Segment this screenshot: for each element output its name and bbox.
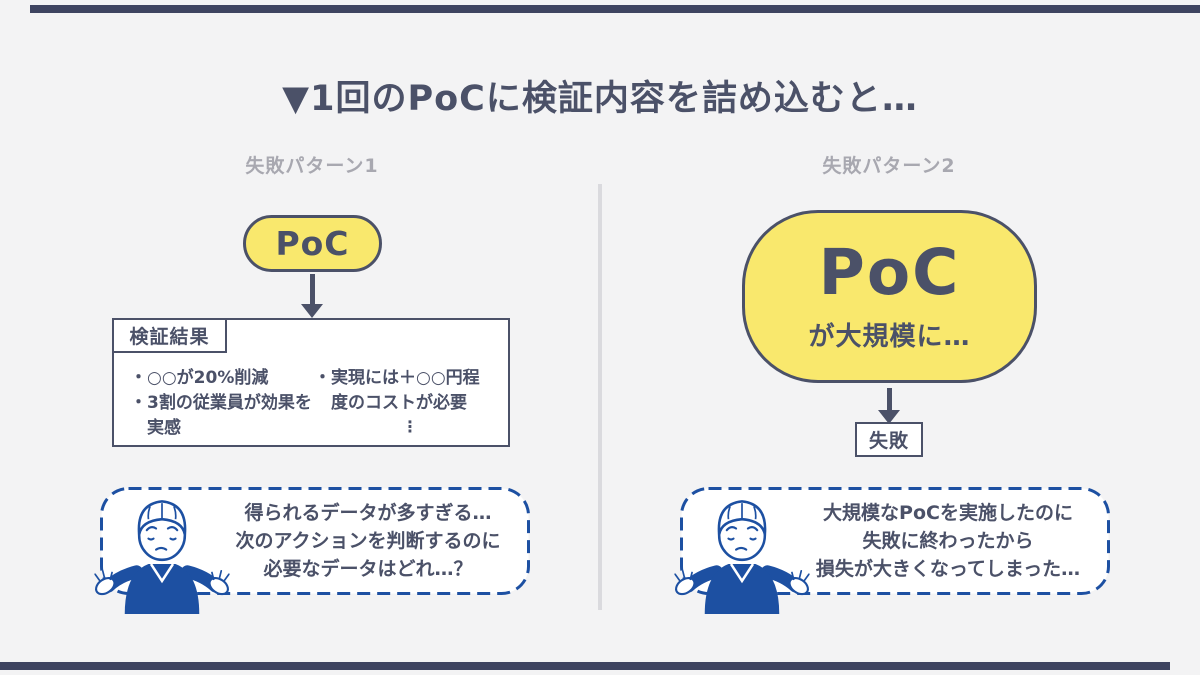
page-title: ▼1回のPoCに検証内容を詰め込むと…: [282, 79, 918, 119]
arrow-stem: [309, 274, 315, 306]
bubble-line: 必要なデータはどれ…？: [263, 558, 473, 580]
pattern1-header: 失敗パターン1: [245, 155, 379, 177]
arrow-head: [878, 410, 900, 424]
bubble-line: 大規模なPoCを実施したのに: [823, 502, 1073, 524]
poc-blob-label: PoC: [818, 235, 961, 309]
arrow-stem: [886, 388, 892, 412]
bubble-line: 損失が大きくなってしまった…: [815, 558, 1081, 580]
pattern2-bubble-text: 大規模なPoCを実施したのに 失敗に終わったから 損失が大きくなってしまった…: [796, 499, 1100, 583]
poc-pill: PoC: [243, 215, 382, 272]
poc-large-blob: PoC が大規模に…: [742, 210, 1037, 383]
pattern2-header: 失敗パターン2: [822, 155, 956, 177]
pattern2-speech-bubble: 大規模なPoCを実施したのに 失敗に終わったから 損失が大きくなってしまった…: [680, 487, 1110, 595]
pattern1-speech-bubble: 得られるデータが多すぎる… 次のアクションを判断するのに 必要なデータはどれ…？: [100, 487, 530, 595]
result-tab-label: 検証結果: [112, 318, 227, 353]
poc-blob-subtext: が大規模に…: [808, 321, 971, 352]
result-column-2: ・実現には＋○○円程 度のコストが必要 ⋮: [314, 366, 504, 438]
bubble-line: 次のアクションを判断するのに: [235, 530, 501, 552]
top-accent-bar: [30, 5, 1200, 13]
result-item: ・○○が20%削減: [130, 368, 269, 388]
verification-result-box: 検証結果 ・○○が20%削減 ・3割の従業員が効果を 実感 ・実現には＋○○円程…: [112, 318, 510, 447]
result-item: ・実現には＋○○円程: [314, 368, 480, 388]
pattern1-bubble-text: 得られるデータが多すぎる… 次のアクションを判断するのに 必要なデータはどれ…？: [216, 499, 520, 583]
result-item: 実感: [130, 418, 181, 438]
bubble-line: 失敗に終わったから: [862, 530, 1034, 552]
arrow-head: [301, 304, 323, 318]
more-ellipsis: ⋮: [402, 417, 418, 436]
result-column-1: ・○○が20%削減 ・3割の従業員が効果を 実感: [130, 366, 314, 441]
result-item: ・3割の従業員が効果を: [130, 393, 312, 413]
bubble-line: 得られるデータが多すぎる…: [244, 502, 492, 524]
failure-box: 失敗: [855, 422, 923, 457]
result-item: 度のコストが必要: [314, 393, 467, 413]
bottom-accent-bar: [0, 662, 1170, 670]
confused-person-illustration: [674, 487, 810, 614]
confused-person-illustration: [94, 487, 230, 614]
column-divider: [598, 184, 602, 610]
